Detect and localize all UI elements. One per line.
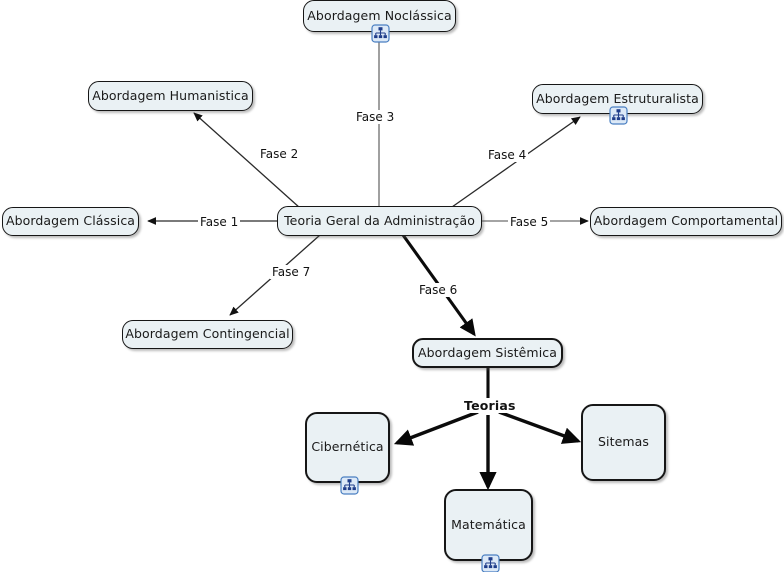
node-matematica[interactable]: Matemática [444, 489, 533, 572]
node-contingencial-label: Abordagem Contingencial [125, 326, 290, 342]
node-central[interactable]: Teoria Geral da Administração [277, 206, 482, 236]
node-cibernetica[interactable]: Cibernética [305, 412, 390, 495]
edge-label-fase2: Fase 2 [258, 147, 301, 161]
edge-fase4 [451, 116, 581, 208]
node-classica-label: Abordagem Clássica [5, 213, 136, 229]
node-comportamental-label: Abordagem Comportamental [593, 213, 779, 229]
edge-label-fase1-text: Fase 1 [200, 215, 239, 229]
node-estruturalista[interactable]: Abordagem Estruturalista [532, 84, 703, 125]
node-humanistica-label: Abordagem Humanistica [92, 87, 249, 103]
node-noclassica-label: Abordagem Noclássica [307, 7, 452, 23]
node-central-label: Teoria Geral da Administração [284, 212, 475, 228]
node-sitemas-label: Sitemas [597, 434, 650, 450]
edge-label-fase1: Fase 1 [198, 215, 241, 229]
edge-label-fase3-text: Fase 3 [356, 110, 395, 124]
org-chart-icon [481, 554, 500, 572]
node-contingencial[interactable]: Abordagem Contingencial [122, 320, 293, 349]
node-noclassica[interactable]: Abordagem Noclássica [303, 0, 456, 43]
org-chart-icon [340, 476, 359, 495]
edge-label-fase5-text: Fase 5 [510, 215, 549, 229]
edge-label-fase4-text: Fase 4 [488, 148, 527, 162]
node-classica[interactable]: Abordagem Clássica [2, 207, 139, 236]
edge-label-fase4: Fase 4 [486, 148, 529, 162]
edge-label-fase2-text: Fase 2 [260, 147, 299, 161]
edge-label-fase5: Fase 5 [508, 215, 551, 229]
edge-teorias-sitemas [498, 410, 582, 444]
edge-label-fase7: Fase 7 [270, 265, 313, 279]
edge-label-fase6: Fase 6 [417, 283, 460, 297]
org-chart-icon [609, 106, 628, 125]
node-humanistica[interactable]: Abordagem Humanistica [88, 81, 253, 111]
node-sistemica[interactable]: Abordagem Sistêmica [412, 338, 563, 368]
node-estruturalista-label: Abordagem Estruturalista [536, 90, 699, 106]
node-comportamental[interactable]: Abordagem Comportamental [590, 207, 782, 236]
node-sitemas[interactable]: Sitemas [581, 404, 666, 481]
node-matematica-label: Matemática [451, 516, 526, 532]
node-cibernetica-label: Cibernética [311, 439, 384, 455]
edge-label-teorias: Teorias [462, 398, 518, 413]
node-sistemica-label: Abordagem Sistêmica [418, 344, 558, 360]
edge-label-fase6-text: Fase 6 [419, 283, 458, 297]
edge-label-teorias-text: Teorias [464, 398, 516, 413]
edge-label-fase3: Fase 3 [354, 110, 397, 124]
edge-teorias-cibernetica [393, 410, 479, 446]
edge-label-fase7-text: Fase 7 [272, 265, 311, 279]
org-chart-icon [371, 24, 390, 43]
